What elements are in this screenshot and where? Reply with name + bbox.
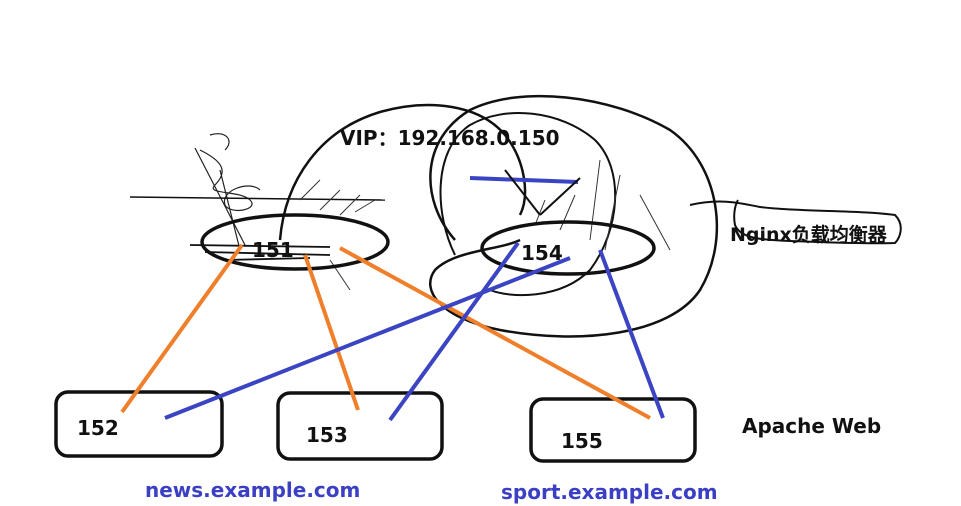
- horizontal-stroke: [129, 196, 386, 201]
- lb-154-label: 154: [521, 241, 563, 265]
- orange-route-151-152: [120, 243, 244, 414]
- web-155-box: [529, 397, 697, 463]
- web-152-label: 152: [77, 416, 119, 440]
- blue-route-vip-stroke-2: [539, 177, 581, 216]
- scribble-mark: [194, 133, 261, 251]
- hatch-strokes: [299, 159, 671, 291]
- vip-loop-outline: [429, 94, 719, 338]
- lb-151-ellipse: [200, 213, 390, 271]
- blue-route-vip-bar: [469, 176, 579, 184]
- lb-154-ellipse: [480, 220, 656, 276]
- blue-route-154-152: [164, 256, 571, 420]
- lb-151-label: 151: [252, 238, 294, 262]
- domain-sport-label: sport.example.com: [501, 480, 718, 504]
- nginx-connector: [689, 199, 902, 245]
- web-152-box: [54, 390, 224, 458]
- nginx-lb-label: Nginx负载均衡器: [730, 224, 887, 246]
- blue-route-154-153: [388, 241, 520, 422]
- vip-label: VIP：192.168.0.150: [340, 126, 560, 150]
- web-155-label: 155: [561, 429, 603, 453]
- orange-route-151-155: [339, 246, 651, 420]
- vip-inner-loop-outline: [439, 112, 617, 297]
- lb-151-underline: [189, 244, 331, 261]
- web-153-box: [276, 391, 444, 461]
- orange-route-151-153: [303, 254, 360, 411]
- vip-arc-outline: [278, 103, 527, 241]
- apache-web-label: Apache Web: [742, 414, 882, 438]
- domain-news-label: news.example.com: [145, 478, 361, 502]
- blue-route-154-155: [598, 249, 665, 419]
- web-153-label: 153: [306, 423, 348, 447]
- blue-route-vip-stroke: [504, 169, 541, 216]
